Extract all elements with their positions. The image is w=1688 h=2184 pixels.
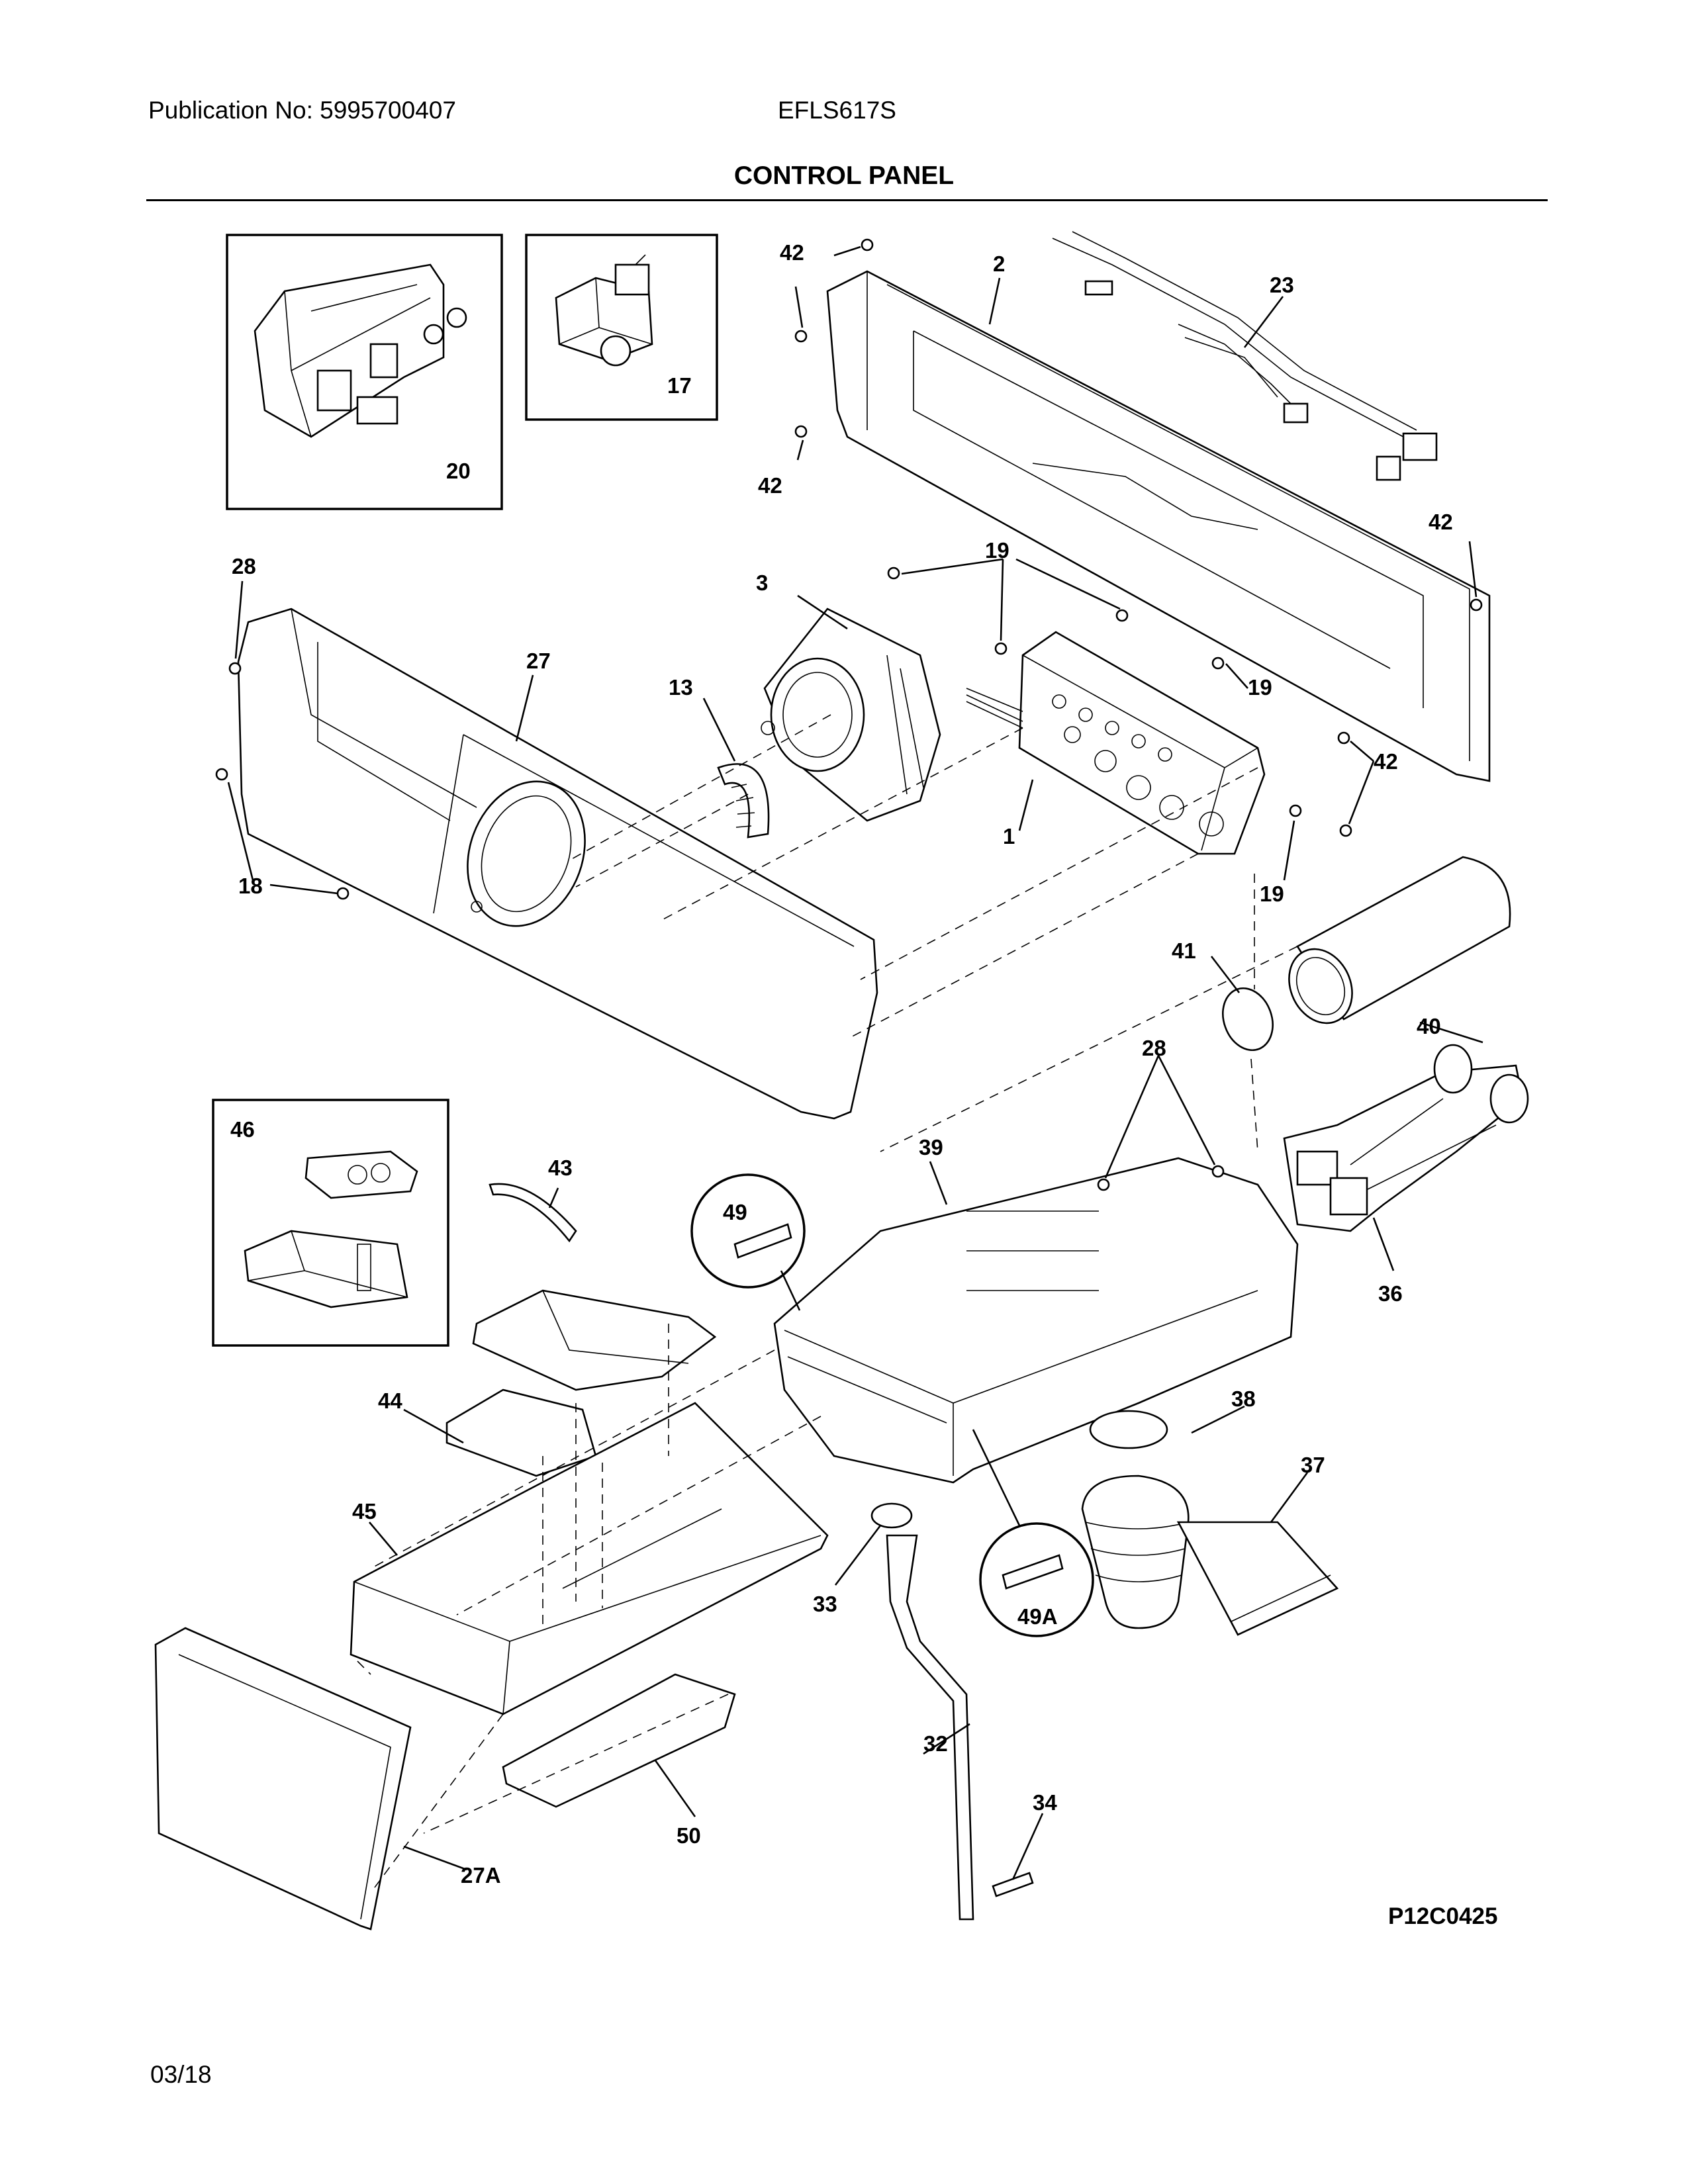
- inset-box-46: [212, 1099, 449, 1347]
- detail-circle-49a: [979, 1522, 1094, 1637]
- label-part-40: 40: [1417, 1014, 1441, 1038]
- panel-frame-drawing: [826, 270, 1491, 782]
- label-part-42-lower: 42: [1374, 749, 1398, 774]
- drawer-front-drawing: [154, 1627, 412, 1931]
- softener-cup-drawing: [244, 1150, 418, 1308]
- dispenser-body-drawing: [773, 1157, 1299, 1484]
- label-part-41: 41: [1172, 938, 1196, 963]
- inset-46: [212, 1099, 449, 1347]
- bellows-drawing: [1081, 1475, 1339, 1636]
- flap-drawing: [489, 1183, 577, 1243]
- title-rule: [146, 199, 1548, 201]
- bracket-49a-drawing: [1002, 1554, 1064, 1590]
- assembly-dashed-lines: [357, 714, 1298, 1893]
- label-part-19-top: 19: [985, 538, 1009, 563]
- label-part-23: 23: [1270, 273, 1294, 297]
- ui-board-drawing: [966, 631, 1266, 855]
- door-lock-switch-drawing: [555, 254, 653, 367]
- detail-circle-49: [690, 1173, 806, 1289]
- label-part-3: 3: [756, 570, 768, 595]
- label-part-49: 49: [723, 1200, 747, 1224]
- figure-code: P12C0425: [1388, 1903, 1498, 1929]
- clip-drawing: [992, 1872, 1034, 1897]
- screws: [215, 238, 1483, 1191]
- label-part-28-bottom: 28: [1142, 1036, 1166, 1060]
- filter-cartridge-drawing: [1288, 856, 1511, 1024]
- hose-drawing: [886, 1534, 974, 1921]
- label-part-28-top: 28: [232, 554, 256, 578]
- publication-date: 03/18: [150, 2061, 212, 2088]
- leader-lines: [227, 246, 1483, 1880]
- label-part-33: 33: [813, 1592, 837, 1616]
- bracket-49-drawing: [733, 1223, 792, 1259]
- label-part-45: 45: [352, 1499, 377, 1524]
- label-part-2: 2: [993, 251, 1005, 276]
- label-part-17: 17: [667, 373, 692, 398]
- label-part-49a: 49A: [1017, 1604, 1058, 1629]
- label-part-50: 50: [677, 1823, 701, 1848]
- label-part-20: 20: [446, 459, 471, 483]
- leader-49a: [972, 1429, 1021, 1526]
- label-part-34: 34: [1033, 1790, 1057, 1815]
- water-valve-drawing: [1283, 1044, 1529, 1232]
- label-part-37: 37: [1301, 1453, 1325, 1477]
- hose-clamp-drawing: [870, 1502, 913, 1529]
- label-part-19-mid: 19: [1248, 675, 1272, 700]
- console-drawing: [237, 608, 878, 1120]
- label-part-44: 44: [378, 1388, 402, 1413]
- detergent-cup-drawing: [445, 1289, 717, 1477]
- knob-ring-drawing: [717, 763, 770, 839]
- label-part-42-right: 42: [1429, 510, 1453, 534]
- label-part-32: 32: [923, 1731, 948, 1756]
- model-number: EFLS617S: [778, 97, 896, 124]
- control-board-module-drawing: [254, 263, 467, 438]
- label-part-42-top: 42: [780, 240, 804, 265]
- inset-17: [525, 234, 718, 421]
- publication-number: Publication No: 5995700407: [148, 97, 456, 124]
- clamp-ring-drawing: [1089, 1410, 1168, 1449]
- page-title: CONTROL PANEL: [733, 161, 955, 190]
- inset-20: [226, 234, 503, 510]
- siphon-cap-drawing: [502, 1673, 736, 1808]
- label-part-42-left: 42: [758, 473, 782, 498]
- label-part-19-bottom: 19: [1260, 882, 1284, 906]
- label-part-46: 46: [230, 1117, 255, 1142]
- label-part-43: 43: [548, 1156, 573, 1180]
- selector-housing-drawing: [761, 608, 941, 822]
- label-part-27a: 27A: [461, 1863, 501, 1888]
- label-part-39: 39: [919, 1135, 943, 1160]
- drawer-tray-drawing: [350, 1402, 829, 1715]
- inset-box-17: [525, 234, 718, 421]
- leader-49: [780, 1270, 801, 1311]
- label-part-36: 36: [1378, 1281, 1403, 1306]
- wire-harness-drawing: [1052, 231, 1438, 481]
- label-part-18: 18: [238, 874, 263, 898]
- inset-box-20: [226, 234, 503, 510]
- label-part-38: 38: [1231, 1387, 1256, 1411]
- label-part-27: 27: [526, 649, 551, 673]
- o-ring-drawing: [1222, 987, 1274, 1052]
- part-labels: 2 42 42 42 42 23 17 20 19 19 19 3 13 1 2…: [230, 240, 1453, 1888]
- label-part-13: 13: [669, 675, 693, 700]
- label-part-1: 1: [1003, 824, 1015, 848]
